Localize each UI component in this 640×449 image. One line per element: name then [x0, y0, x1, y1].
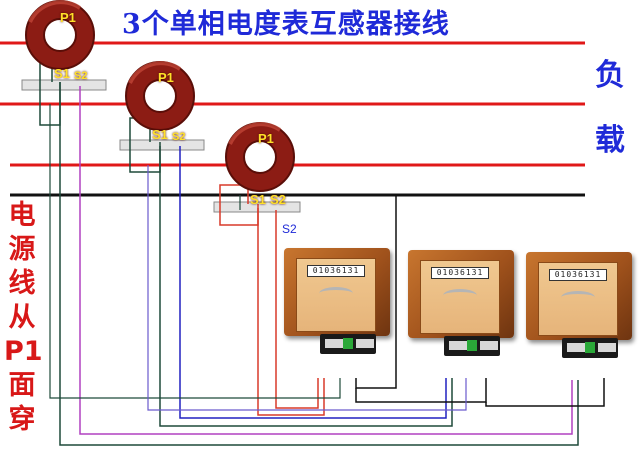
ct1-s1-wire: [59, 82, 579, 446]
meter-terminal-block: [320, 334, 376, 354]
side-label-char-1: 电: [8, 200, 36, 231]
current-transformer-icon: [125, 61, 195, 131]
meter-counter: 01036131: [431, 267, 489, 279]
meter-disc-icon: [443, 289, 477, 302]
ct2-s1-label: S1: [152, 127, 168, 142]
side-label-char-6: 面: [8, 370, 36, 401]
ct2-p1-label: P1: [158, 70, 174, 85]
ct1-s2-wire: [79, 86, 573, 435]
current-transformer-icon: [225, 122, 295, 192]
ct-bracket-1: [21, 79, 107, 91]
terminal-slot: [458, 341, 467, 350]
terminal-slot: [334, 339, 343, 348]
terminal-green: [343, 338, 353, 349]
ct3-p1-label: P1: [258, 131, 274, 146]
ct-bracket-3: [213, 201, 301, 213]
terminal-slot: [480, 341, 489, 350]
terminal-slot: [325, 339, 334, 348]
neutral-drop-2: [355, 378, 487, 403]
terminal-slot: [567, 343, 576, 352]
side-label-char-5: P1: [4, 336, 43, 367]
meter-face: 01036131: [420, 260, 500, 334]
ct1-p1-label: P1: [60, 10, 76, 25]
electricity-meter-3: 01036131: [526, 252, 632, 360]
ct3-s2-label: S2: [270, 192, 286, 207]
terminal-slot: [489, 341, 498, 350]
meter-face: 01036131: [296, 258, 376, 332]
terminal-green: [585, 342, 595, 353]
ct-bracket-2: [119, 139, 205, 151]
meter-face: 01036131: [538, 262, 618, 336]
terminal-slot: [449, 341, 458, 350]
ct3-s1-label: S1: [250, 192, 266, 207]
ct2-s2-wire: [179, 146, 447, 419]
electricity-meter-1: 01036131: [284, 248, 390, 356]
electricity-meter-2: 01036131: [408, 250, 514, 358]
meter-terminal-block: [444, 336, 500, 356]
side-label-char-7: 穿: [8, 404, 36, 435]
neutral-drop-1: [355, 195, 397, 389]
ct3-s2-extra-label: S2: [282, 222, 297, 236]
meter-disc-icon: [319, 287, 353, 300]
load-label-char-1: 负: [595, 58, 625, 93]
meter-counter: 01036131: [549, 269, 607, 281]
meter-terminal-block: [562, 338, 618, 358]
load-label-char-2: 载: [595, 123, 625, 158]
neutral-drop-3: [485, 378, 605, 407]
ct1-s1-label: S1: [54, 66, 70, 81]
meter-body: 01036131: [526, 252, 632, 340]
side-label-char-2: 源: [8, 234, 36, 265]
meter-body: 01036131: [408, 250, 514, 338]
ct3-s1-wire: [257, 208, 325, 416]
meter-disc-icon: [561, 291, 595, 304]
terminal-slot: [365, 339, 374, 348]
ct3-s2-wire: [275, 210, 319, 409]
current-transformer-icon: [25, 0, 95, 70]
side-label-char-4: 从: [8, 302, 36, 333]
ct2-s2-label: S2: [172, 131, 186, 143]
ct1-s2-label: S2: [74, 70, 88, 82]
meter-body: 01036131: [284, 248, 390, 336]
phase-feed-1: [49, 104, 341, 399]
terminal-slot: [607, 343, 616, 352]
terminal-slot: [598, 343, 607, 352]
terminal-slot: [356, 339, 365, 348]
terminal-slot: [576, 343, 585, 352]
diagram-title: 3个单相电度表互感器接线: [122, 9, 450, 40]
meter-counter: 01036131: [307, 265, 365, 277]
side-label-char-3: 线: [8, 268, 36, 299]
phase-feed-2: [147, 165, 467, 411]
terminal-green: [467, 340, 477, 351]
